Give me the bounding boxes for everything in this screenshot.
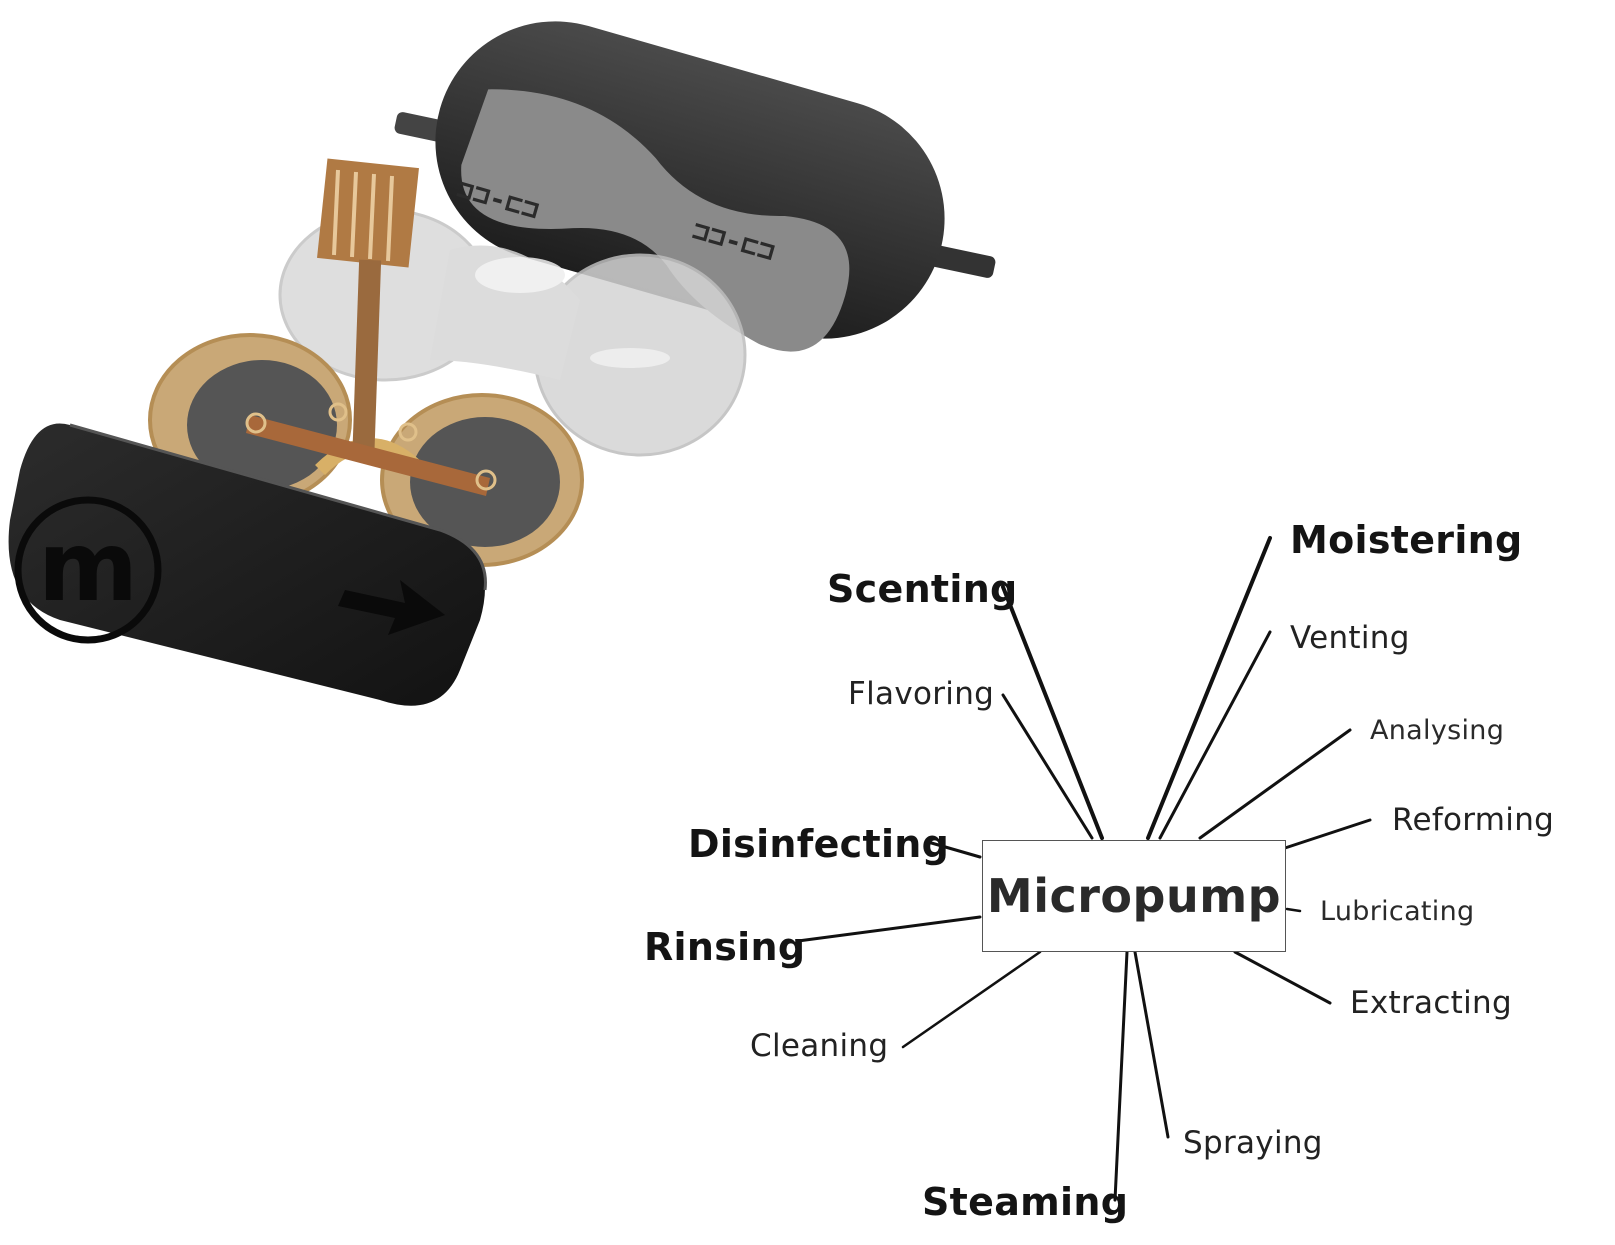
line-venting (1160, 632, 1270, 838)
center-node-label: Micropump (987, 869, 1281, 923)
line-flavoring (1003, 695, 1092, 838)
line-reforming (1285, 820, 1370, 848)
label-cleaning: Cleaning (750, 1028, 888, 1064)
label-spraying: Spraying (1183, 1125, 1323, 1161)
line-analysing (1200, 730, 1350, 838)
label-flavoring: Flavoring (848, 676, 994, 712)
micropump-center-node: Micropump (982, 840, 1286, 952)
line-steaming (1115, 952, 1127, 1200)
label-reforming: Reforming (1392, 802, 1554, 838)
line-scenting (1003, 587, 1102, 838)
label-steaming: Steaming (922, 1180, 1128, 1224)
label-scenting: Scenting (827, 567, 1018, 611)
label-lubricating: Lubricating (1320, 896, 1474, 927)
line-lubricating (1287, 909, 1300, 911)
label-analysing: Analysing (1370, 715, 1504, 746)
label-moistering: Moistering (1290, 518, 1523, 562)
line-rinsing (798, 917, 980, 941)
label-venting: Venting (1290, 620, 1410, 656)
label-rinsing: Rinsing (644, 925, 805, 969)
line-spraying (1135, 952, 1168, 1137)
line-moistering (1148, 538, 1270, 838)
line-extracting (1235, 952, 1330, 1003)
line-cleaning (903, 952, 1040, 1047)
label-disinfecting: Disinfecting (688, 822, 949, 866)
label-extracting: Extracting (1350, 985, 1512, 1021)
